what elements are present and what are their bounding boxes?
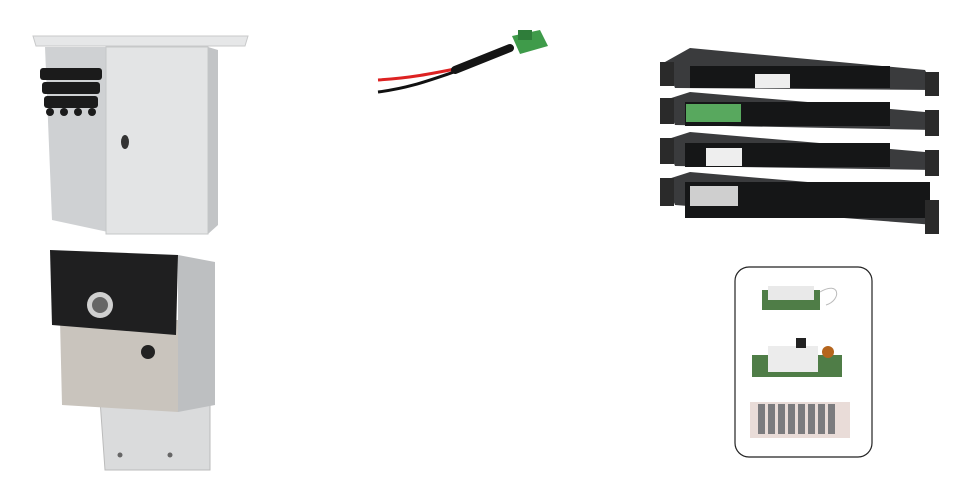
board-modules-panel: [734, 266, 873, 458]
rackmount-stack-image: [660, 48, 939, 234]
cable-glands: [40, 68, 102, 116]
board-module-1: [762, 286, 837, 310]
outdoor-enclosure-image: [32, 35, 249, 235]
power-cable-image: [377, 30, 548, 94]
board-module-2: [752, 338, 842, 377]
enclosure-with-plate-image: [50, 250, 215, 471]
board-module-3: [750, 402, 850, 438]
